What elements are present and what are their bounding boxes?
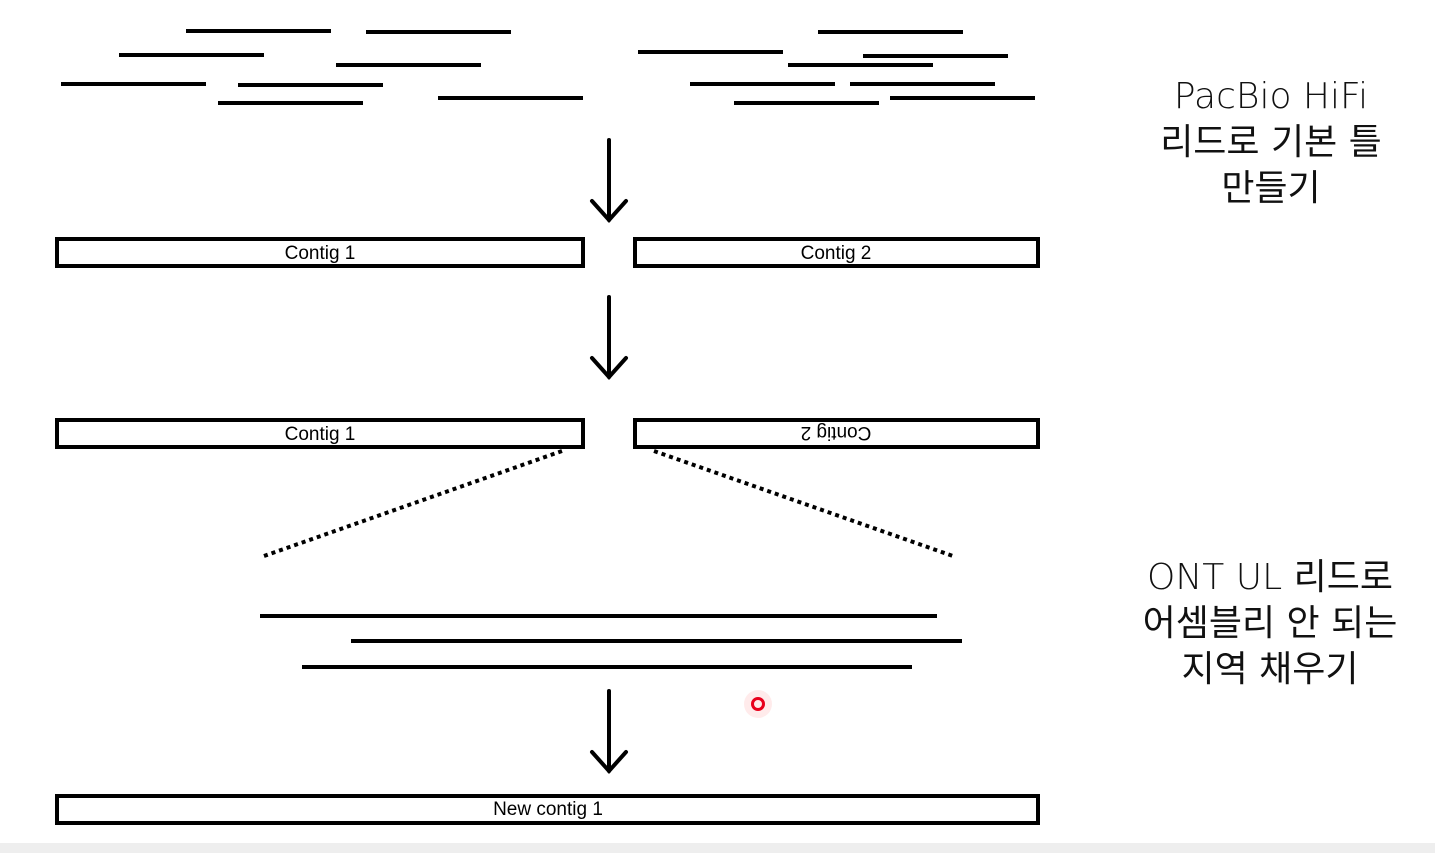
zoom-line-right — [653, 449, 954, 558]
contig-2-label: Contig 2 — [801, 243, 872, 264]
contig-1-oriented-label: Contig 1 — [285, 424, 356, 445]
ont-ul-reads — [260, 614, 962, 669]
zoom-line-left — [263, 449, 563, 558]
zoom-dotted-lines — [263, 449, 954, 558]
cursor-indicator-icon — [744, 690, 772, 718]
hifi-reads-left — [61, 29, 583, 105]
bottom-strip — [0, 843, 1435, 853]
hifi-caption-line-2: 리드로 기본 틀 — [1160, 122, 1382, 163]
contig-2-bar — [633, 237, 1040, 268]
hifi-reads-right — [638, 30, 1035, 105]
new-contig-label: New contig 1 — [493, 799, 603, 820]
down-arrow-icon — [590, 295, 628, 380]
hifi-step-caption: PacBio HiFi 리드로 기본 틀 만들기 — [1131, 74, 1411, 212]
contig-1-oriented-bar — [55, 418, 585, 449]
contig-2-reversed-label: Contig 2 — [801, 422, 872, 443]
ont-caption-line-3: 지역 채우기 — [1181, 649, 1359, 690]
ont-caption-line-2: 어셈블리 안 되는 — [1142, 603, 1398, 644]
down-arrow-icon — [590, 689, 628, 774]
down-arrow-icon — [590, 138, 628, 223]
ont-step-caption: ONT UL 리드로 어셈블리 안 되는 지역 채우기 — [1120, 555, 1420, 693]
ont-caption-line-1: ONT UL 리드로 — [1147, 557, 1393, 598]
contig-1-bar — [55, 237, 585, 268]
hifi-caption-line-3: 만들기 — [1221, 168, 1321, 209]
contig-2-reversed-bar — [633, 418, 1040, 449]
contig-1-label: Contig 1 — [285, 243, 356, 264]
new-contig-bar — [55, 794, 1040, 825]
hifi-caption-line-1: PacBio HiFi — [1173, 76, 1369, 117]
